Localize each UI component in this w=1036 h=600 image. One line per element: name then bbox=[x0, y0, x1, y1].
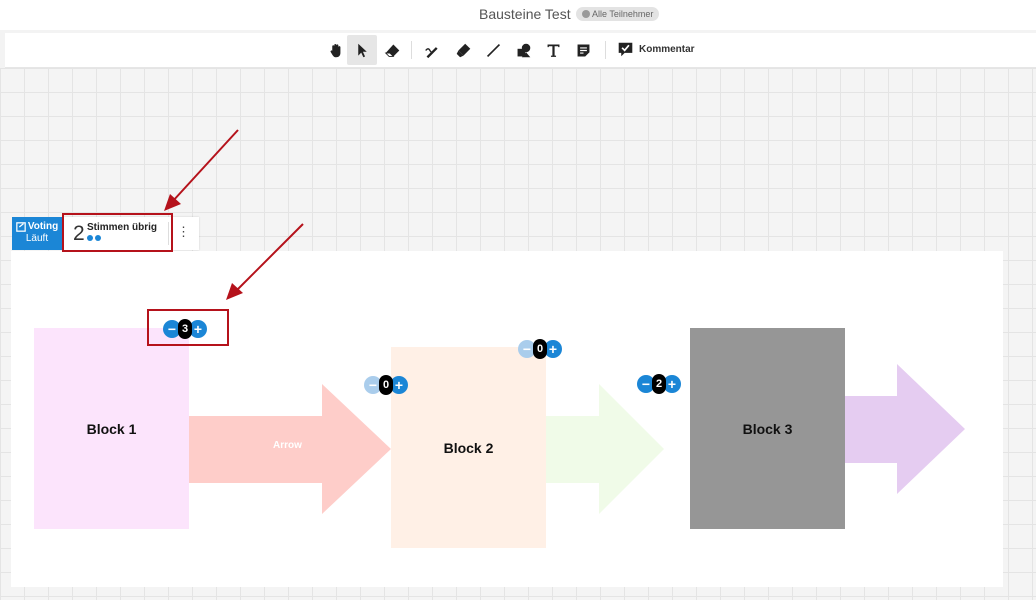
text-tool[interactable] bbox=[538, 35, 568, 65]
block-3-vote-control: − 2 + bbox=[637, 374, 681, 394]
shapes-icon bbox=[517, 43, 530, 57]
comment-icon bbox=[618, 42, 633, 57]
comment-tool[interactable]: Kommentar bbox=[617, 41, 695, 58]
vote-count: 0 bbox=[379, 375, 393, 395]
sticky-note-icon bbox=[577, 44, 589, 56]
block-label: Block 2 bbox=[443, 439, 494, 456]
annotation-highlight-vote-control bbox=[147, 309, 229, 346]
block-2-vote-control: − 0 + bbox=[518, 339, 562, 359]
vote-count: 2 bbox=[652, 374, 666, 394]
pen-icon bbox=[424, 46, 438, 58]
remove-vote-button[interactable]: − bbox=[163, 320, 181, 338]
block-label: Block 3 bbox=[742, 420, 793, 437]
annotation-arrow-line bbox=[234, 223, 304, 293]
process-frame: Block 1 Arrow Block 2 Block 3 bbox=[11, 251, 1003, 587]
voting-state: Läuft bbox=[25, 233, 49, 244]
text-icon bbox=[547, 44, 559, 57]
hand-icon bbox=[330, 43, 340, 57]
votes-remaining-panel: 2 Stimmen übrig ⋮ bbox=[63, 217, 199, 250]
votes-remaining-count: 2 bbox=[73, 222, 85, 245]
arrow-2-fill bbox=[546, 384, 664, 514]
block-label: Block 1 bbox=[86, 420, 137, 437]
audience-icon bbox=[582, 10, 590, 18]
marker-tool[interactable] bbox=[448, 35, 478, 65]
audience-badge[interactable]: Alle Teilnehmer bbox=[576, 7, 660, 21]
arrow-shape bbox=[845, 364, 965, 494]
board-title[interactable]: Bausteine Test bbox=[479, 6, 571, 22]
hand-tool[interactable] bbox=[321, 35, 351, 65]
votes-remaining-label: Stimmen übrig bbox=[87, 222, 158, 233]
select-pointer-icon bbox=[357, 43, 367, 57]
annotation-arrow-line bbox=[171, 129, 239, 203]
shapes-tool[interactable] bbox=[508, 35, 538, 65]
vote-dot bbox=[95, 235, 101, 241]
marker-icon bbox=[456, 43, 470, 57]
block-2[interactable]: Block 2 bbox=[391, 347, 546, 548]
toolbar-divider bbox=[411, 41, 412, 59]
eraser-tool[interactable] bbox=[377, 35, 407, 65]
toolbar-divider bbox=[605, 41, 606, 59]
voting-status[interactable]: Voting Läuft bbox=[12, 217, 62, 250]
arrow-1-fill bbox=[189, 384, 391, 514]
add-vote-button[interactable]: + bbox=[189, 320, 207, 338]
remove-vote-button[interactable]: − bbox=[637, 375, 655, 393]
top-bar: Bausteine Test Alle Teilnehmer bbox=[0, 0, 1036, 30]
line-icon bbox=[486, 43, 500, 57]
arrow-1[interactable]: Arrow bbox=[189, 384, 391, 514]
block-1-vote-control: − 3 + bbox=[163, 319, 207, 339]
arrow-shape bbox=[189, 384, 391, 514]
voting-title: Voting bbox=[27, 221, 59, 232]
vote-dot bbox=[87, 235, 93, 241]
arrow-label: Arrow bbox=[273, 440, 302, 451]
line-tool[interactable] bbox=[478, 35, 508, 65]
voting-icon bbox=[16, 221, 26, 232]
remove-vote-button[interactable]: − bbox=[518, 340, 536, 358]
add-vote-button[interactable]: + bbox=[663, 375, 681, 393]
sticky-note-tool[interactable] bbox=[568, 35, 598, 65]
annotation-arrowhead bbox=[164, 194, 181, 211]
votes-remaining-dots bbox=[87, 235, 101, 241]
arrow-3[interactable] bbox=[845, 364, 965, 494]
annotation-highlight-votes-remaining bbox=[62, 213, 173, 252]
select-tool[interactable] bbox=[347, 35, 377, 65]
pen-tool[interactable] bbox=[417, 35, 447, 65]
arrow-1-vote-control: − 0 + bbox=[364, 375, 408, 395]
vote-count: 0 bbox=[533, 339, 547, 359]
add-vote-button[interactable]: + bbox=[390, 376, 408, 394]
eraser-icon bbox=[384, 44, 399, 57]
add-vote-button[interactable]: + bbox=[544, 340, 562, 358]
annotation-arrowhead bbox=[226, 283, 243, 300]
more-options-icon[interactable]: ⋮ bbox=[177, 224, 190, 239]
block-1[interactable]: Block 1 bbox=[34, 328, 189, 529]
vote-count: 3 bbox=[178, 319, 192, 339]
arrow-3-fill bbox=[845, 364, 965, 494]
toolbar: Kommentar bbox=[5, 33, 1036, 68]
panel-divider bbox=[168, 222, 169, 245]
arrow-2[interactable] bbox=[546, 384, 664, 514]
audience-label: Alle Teilnehmer bbox=[592, 9, 654, 19]
remove-vote-button[interactable]: − bbox=[364, 376, 382, 394]
arrow-shape bbox=[546, 384, 664, 514]
comment-label: Kommentar bbox=[639, 44, 695, 55]
block-3[interactable]: Block 3 bbox=[690, 328, 845, 529]
